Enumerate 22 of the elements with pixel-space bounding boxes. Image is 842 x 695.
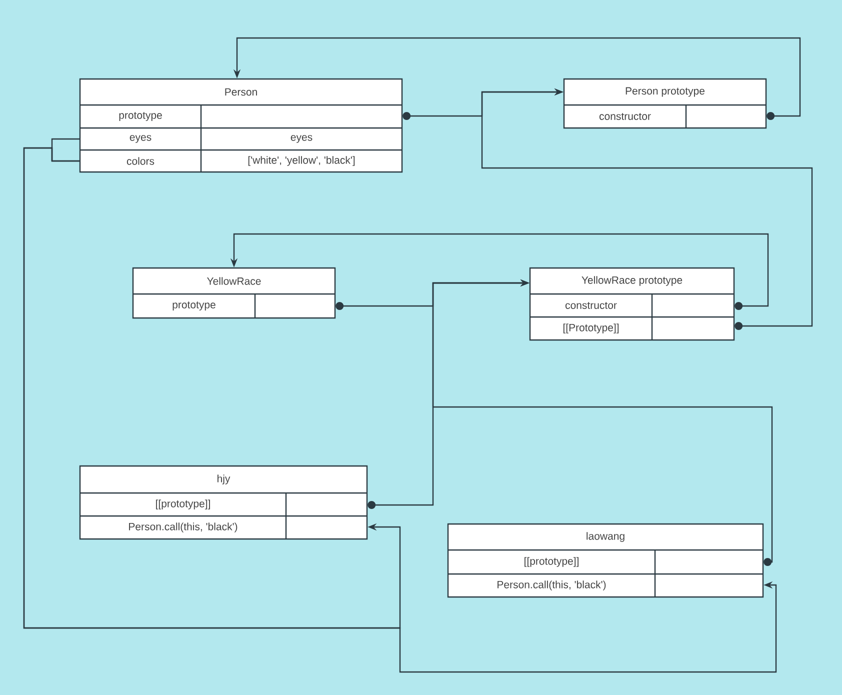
arrow <box>481 88 813 330</box>
cell-text: constructor <box>565 302 617 309</box>
table-title: YellowRace prototype <box>582 276 682 286</box>
cell-text: constructor <box>599 113 651 120</box>
cell-text: colors <box>126 157 154 165</box>
table-title: hjy <box>218 474 230 484</box>
table-title: YellowRace <box>207 277 261 285</box>
cell-text: prototype <box>119 112 162 121</box>
cell-text: prototype <box>172 302 216 310</box>
table-title: Person <box>225 88 257 96</box>
cell-text: ['white', 'yellow', 'black'] <box>248 156 355 166</box>
cell-text: Person.call(this, 'black') <box>498 580 606 590</box>
cell-text: [[Prototype]] <box>563 324 619 334</box>
cell-text: [[prototype]] <box>156 500 210 510</box>
table-title: Person prototype <box>626 87 704 97</box>
cell-text: eyes <box>130 135 152 143</box>
cell-text: Person.call(this, 'black') <box>129 522 238 532</box>
table-title: laowang <box>586 532 624 542</box>
arrow <box>23 147 777 673</box>
cell-text: [[prototype]] <box>524 557 578 567</box>
cell-text: eyes <box>290 135 312 143</box>
arrow <box>432 279 773 566</box>
